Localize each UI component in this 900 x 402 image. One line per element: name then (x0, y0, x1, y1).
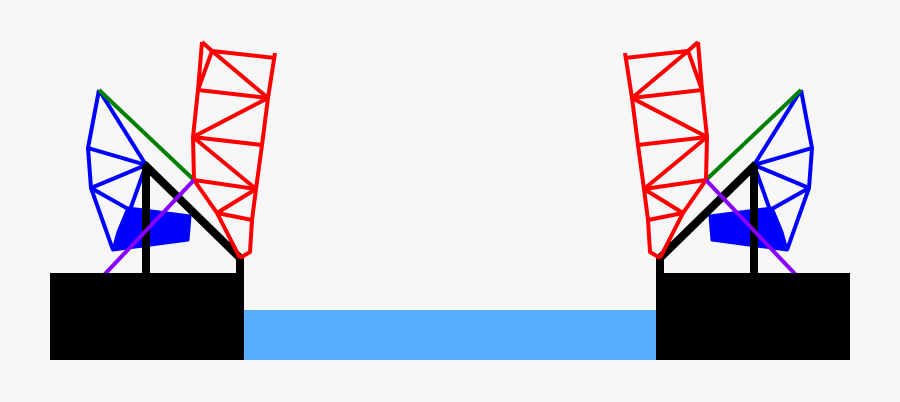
water (244, 310, 656, 360)
